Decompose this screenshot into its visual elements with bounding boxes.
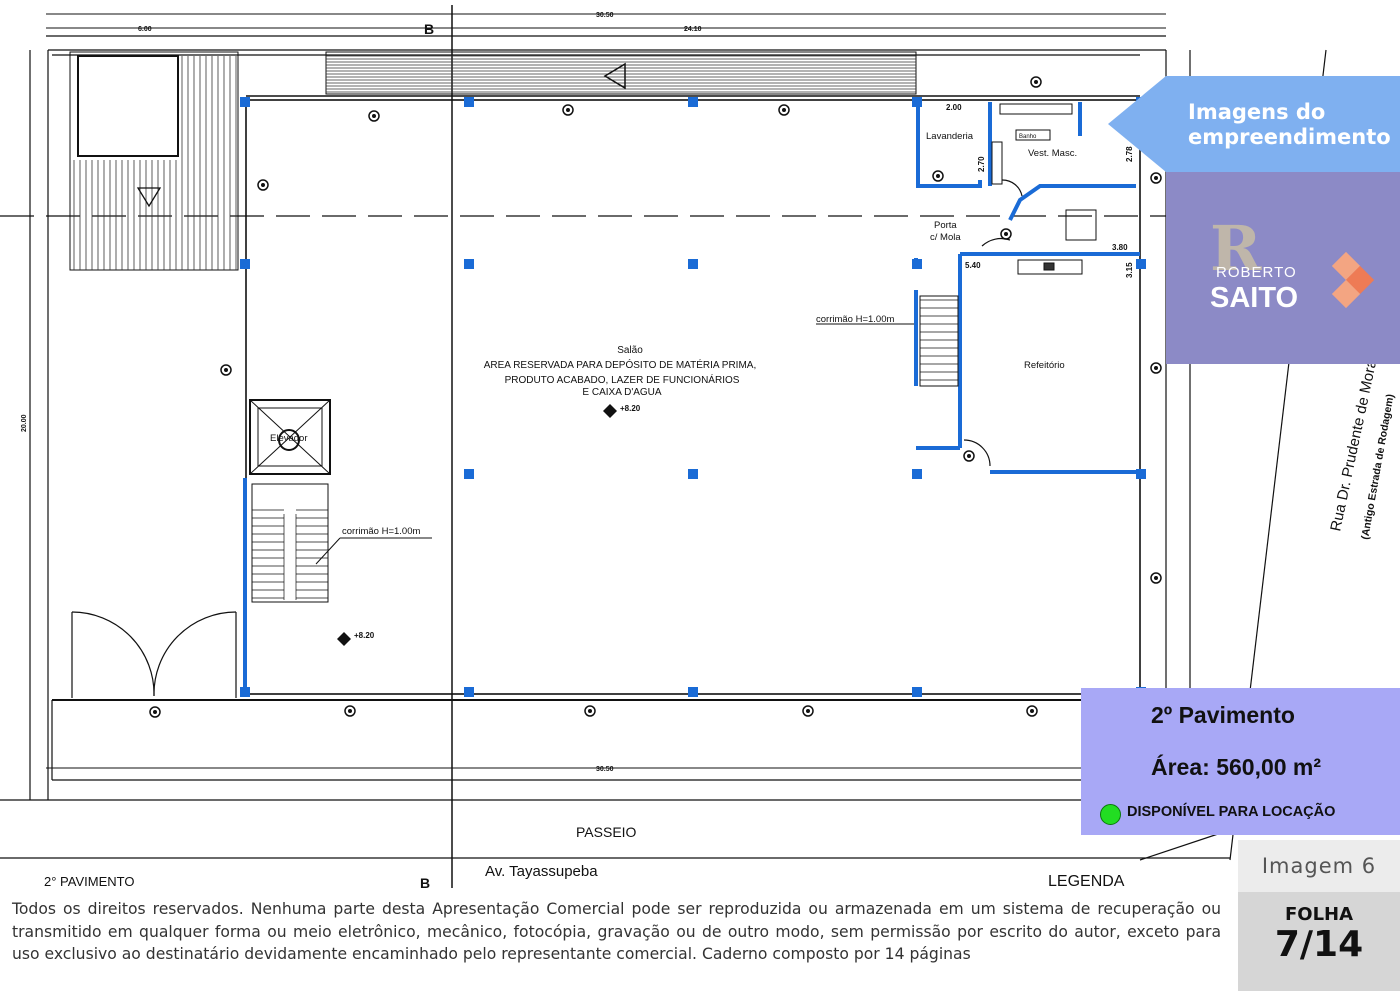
structural-column bbox=[1136, 259, 1146, 269]
structural-column bbox=[240, 687, 250, 697]
ceiling-lamp-icon bbox=[562, 104, 574, 116]
room-lavanderia: Lavanderia bbox=[926, 131, 974, 142]
room-vest: Vest. Masc. bbox=[1028, 148, 1077, 159]
salao-line2: PRODUTO ACABADO, LAZER DE FUNCIONÁRIOS bbox=[505, 373, 740, 386]
image-label: Imagem 6 bbox=[1238, 840, 1400, 892]
structural-column bbox=[464, 259, 474, 269]
ceiling-lamp-icon bbox=[220, 364, 232, 376]
fixtures bbox=[991, 103, 1097, 275]
dim-top-total: 30.50 bbox=[596, 12, 614, 19]
structural-column bbox=[912, 687, 922, 697]
logo-r-mark: R bbox=[1210, 212, 1262, 285]
images-badge[interactable]: Imagens do empreendimento bbox=[1166, 76, 1400, 172]
ceiling-lamp-icon bbox=[344, 705, 356, 717]
ceiling-lamp-icon bbox=[257, 179, 269, 191]
ceiling-lamp-icon bbox=[1150, 572, 1162, 584]
ceiling-lamp-icon bbox=[368, 110, 380, 122]
structural-column bbox=[240, 97, 250, 107]
ceiling-lamp-icon bbox=[778, 104, 790, 116]
left-ramp bbox=[69, 51, 239, 271]
door-arcs bbox=[71, 179, 1023, 698]
dim-top-left: 6.00 bbox=[138, 26, 152, 33]
dim-side: 20.00 bbox=[21, 414, 28, 432]
floor-area: Área: 560,00 m² bbox=[1151, 754, 1322, 780]
ceiling-lamp-icon bbox=[584, 705, 596, 717]
left-stair bbox=[251, 483, 329, 603]
structural-column bbox=[688, 687, 698, 697]
corrimao-left: corrimão H=1.00m bbox=[342, 526, 420, 537]
structural-column bbox=[1136, 469, 1146, 479]
dimension-lines bbox=[46, 13, 1166, 769]
structural-column bbox=[912, 97, 922, 107]
dim-top-right: 24.10 bbox=[684, 26, 702, 33]
ceiling-lamp-icon bbox=[1026, 705, 1038, 717]
salao-line3: E CAIXA D'AGUA bbox=[582, 387, 661, 398]
structural-column bbox=[464, 469, 474, 479]
status-text: DISPONÍVEL PARA LOCAÇÃO bbox=[1127, 804, 1336, 820]
columns bbox=[240, 97, 1146, 697]
corrimao-right: corrimão H=1.00m bbox=[816, 314, 894, 325]
room-refeitorio: Refeitório bbox=[1024, 360, 1065, 371]
floor-name: 2º Pavimento bbox=[1151, 702, 1295, 728]
dim-315: 3.15 bbox=[1125, 262, 1134, 278]
ceiling-lamp-icon bbox=[1150, 362, 1162, 374]
dim-540: 5.40 bbox=[965, 261, 981, 270]
brand-logo: R ROBERTO SAITO bbox=[1166, 172, 1400, 364]
leaders bbox=[315, 323, 914, 565]
legenda-label: LEGENDA bbox=[1048, 873, 1125, 890]
folha-number: 7/14 bbox=[1274, 924, 1364, 965]
page-indicator: FOLHA 7/14 bbox=[1238, 892, 1400, 991]
room-elevador: Elevador bbox=[270, 433, 308, 444]
badge-line1: Imagens do bbox=[1188, 100, 1326, 124]
ceiling-fixtures bbox=[149, 76, 1162, 718]
dim-380: 3.80 bbox=[1112, 243, 1128, 252]
ceiling-lamp-icon bbox=[149, 706, 161, 718]
logo-name-first: ROBERTO bbox=[1216, 264, 1297, 281]
floor-info-box: 2º Pavimento Área: 560,00 m² DISPONÍVEL … bbox=[1081, 688, 1400, 835]
structural-column bbox=[240, 259, 250, 269]
structural-column bbox=[688, 97, 698, 107]
logo-name-last: SAITO bbox=[1210, 282, 1299, 314]
avenue-label: Av. Tayassupeba bbox=[485, 863, 598, 880]
structural-column bbox=[464, 97, 474, 107]
ceiling-lamp-icon bbox=[1000, 228, 1012, 240]
badge-arrow bbox=[1108, 76, 1166, 172]
dim-bottom: 30.50 bbox=[596, 766, 614, 773]
elevator bbox=[249, 399, 331, 475]
structural-column bbox=[912, 469, 922, 479]
structural-column bbox=[688, 259, 698, 269]
top-ramp bbox=[325, 51, 917, 95]
room-banho: Banho bbox=[1019, 134, 1037, 140]
level-markers bbox=[337, 404, 617, 646]
room-porta-mola: c/ Mola bbox=[930, 232, 961, 243]
status-dot-icon bbox=[1100, 804, 1121, 825]
ceiling-lamp-icon bbox=[1150, 172, 1162, 184]
cut-mark-top: B bbox=[424, 21, 434, 37]
structural-column bbox=[688, 469, 698, 479]
level-1: +8.20 bbox=[620, 404, 641, 413]
ceiling-lamp-icon bbox=[1030, 76, 1042, 88]
structural-column bbox=[912, 259, 922, 269]
structural-column bbox=[464, 687, 474, 697]
floor-title-label: 2° PAVIMENTO bbox=[44, 874, 134, 889]
right-stair bbox=[919, 295, 959, 387]
salao-line1: AREA RESERVADA PARA DEPÓSITO DE MATÉRIA … bbox=[484, 358, 757, 371]
room-porta: Porta bbox=[934, 220, 957, 231]
salao-title: Salão bbox=[617, 345, 643, 356]
passeio-label: PASSEIO bbox=[576, 824, 637, 840]
blue-walls bbox=[243, 102, 1140, 694]
cut-mark-bottom: B bbox=[420, 875, 430, 890]
main-walls bbox=[245, 95, 1141, 695]
ceiling-lamp-icon bbox=[932, 170, 944, 182]
badge-line2: empreendimento bbox=[1188, 125, 1391, 149]
copyright-notice: Todos os direitos reservados. Nenhuma pa… bbox=[12, 900, 1221, 963]
ceiling-lamp-icon bbox=[963, 450, 975, 462]
level-2: +8.20 bbox=[354, 631, 375, 640]
folha-label: FOLHA bbox=[1284, 904, 1354, 925]
dim-270: 2.70 bbox=[977, 156, 986, 172]
dim-200: 2.00 bbox=[946, 103, 962, 112]
ceiling-lamp-icon bbox=[802, 705, 814, 717]
